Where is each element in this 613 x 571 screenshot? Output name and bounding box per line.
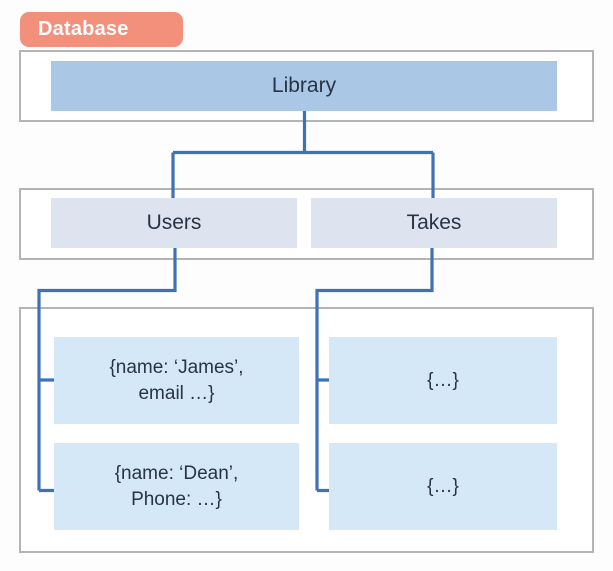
node-database-library[interactable]: Library [51,61,557,111]
document-line-2: email …} [138,382,215,404]
node-document-users-0-text: {name: ‘James’, email …} [109,355,243,406]
node-document-takes-1[interactable]: {…} [329,443,557,530]
node-database-library-label: Library [271,74,337,97]
node-collection-takes-label: Takes [406,211,462,234]
database-tab: Database [20,12,183,47]
node-document-users-1[interactable]: {name: ‘Dean’, Phone: …} [54,443,299,530]
node-document-users-0[interactable]: {name: ‘James’, email …} [54,337,299,424]
document-line-1: {…} [427,475,459,497]
node-document-takes-1-text: {…} [427,474,459,500]
node-document-users-1-text: {name: ‘Dean’, Phone: …} [115,461,239,512]
node-collection-takes[interactable]: Takes [311,198,557,248]
document-line-1: {name: ‘James’, [109,356,244,378]
document-line-2: Phone: …} [131,488,222,510]
document-line-1: {name: ‘Dean’, [114,462,239,484]
node-document-takes-0-text: {…} [427,368,459,394]
document-line-1: {…} [427,369,459,391]
database-tab-label: Database [38,18,129,40]
node-collection-users-label: Users [146,211,202,234]
node-document-takes-0[interactable]: {…} [329,337,557,424]
node-collection-users[interactable]: Users [51,198,297,248]
